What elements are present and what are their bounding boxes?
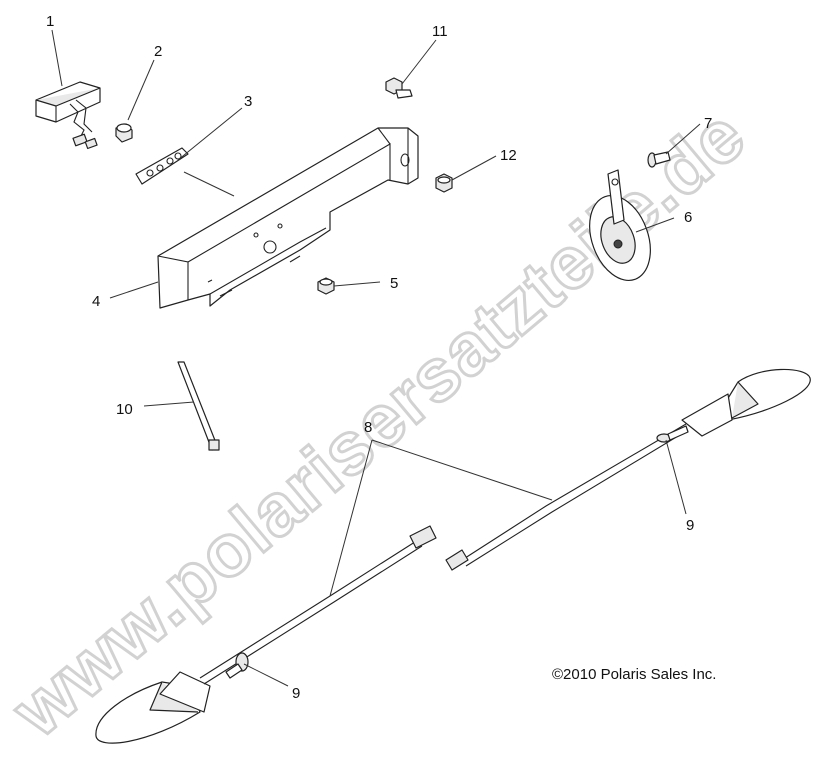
copyright-notice: ©2010 Polaris Sales Inc. <box>552 666 716 683</box>
part-turn-signal-right <box>445 368 811 571</box>
callout-5: 5 <box>390 275 398 292</box>
part-horn <box>589 169 651 282</box>
callout-2: 2 <box>154 43 162 60</box>
callout-1: 1 <box>46 13 54 30</box>
callout-8: 8 <box>364 419 372 436</box>
callouts: 1 2 3 4 5 6 7 8 9 9 10 11 12 <box>46 13 712 702</box>
part-cable-tie <box>177 361 220 451</box>
callout-3: 3 <box>244 93 252 110</box>
watermark-text: www.polarisersatzteile.de <box>0 93 760 753</box>
part-turn-signal-left <box>95 525 437 744</box>
part-plate-bracket <box>157 127 419 309</box>
callout-10: 10 <box>116 401 133 418</box>
callout-9-left: 9 <box>292 685 300 702</box>
callout-4: 4 <box>92 293 100 310</box>
callout-9-right: 9 <box>686 517 694 534</box>
part-license-light <box>35 81 101 150</box>
part-mount-plate <box>135 147 189 185</box>
part-bolt-11 <box>385 77 413 99</box>
callout-7: 7 <box>704 115 712 132</box>
callout-12: 12 <box>500 147 517 164</box>
part-screw-7 <box>647 151 671 168</box>
part-screw-9-left <box>225 652 249 679</box>
callout-11: 11 <box>432 23 448 40</box>
part-nut-5 <box>317 277 335 295</box>
callout-6: 6 <box>684 209 692 226</box>
part-nut-12 <box>435 173 453 193</box>
part-screw-9-right <box>656 425 689 443</box>
part-spacer <box>115 123 133 143</box>
leader-lines <box>51 29 701 687</box>
